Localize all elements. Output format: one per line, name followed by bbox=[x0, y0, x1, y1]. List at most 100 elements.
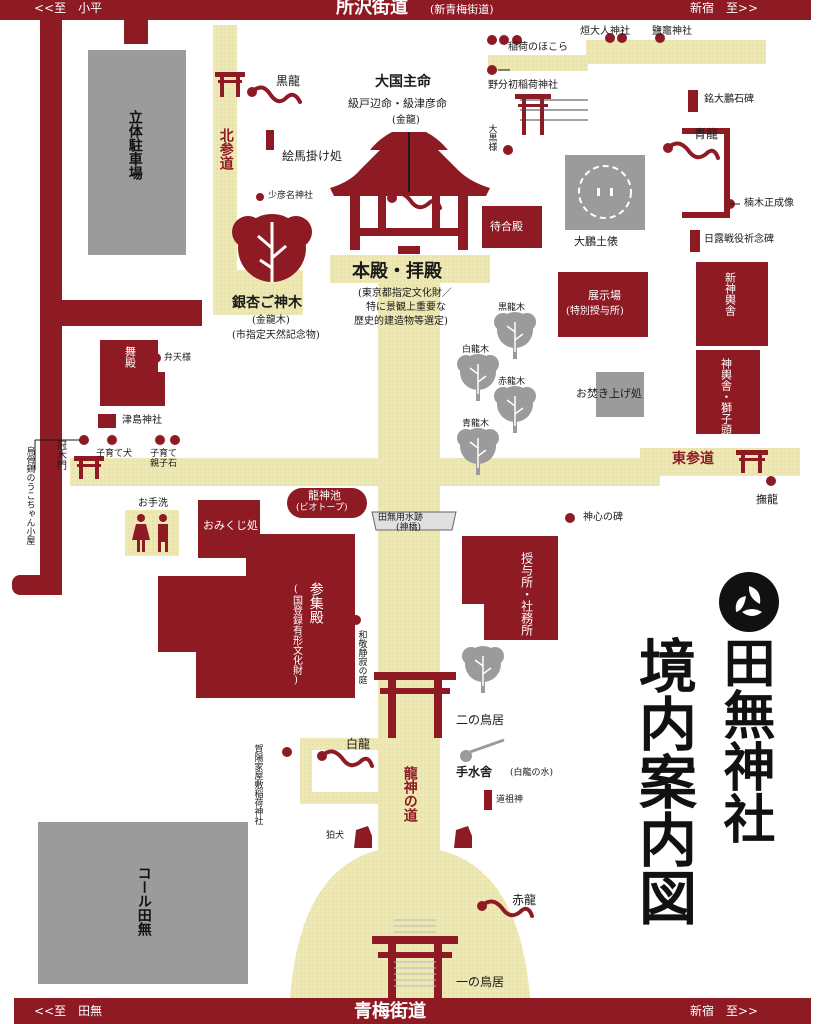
kokuryu-dragon-icon bbox=[250, 85, 302, 104]
komainu-icons bbox=[354, 826, 472, 848]
top-left-direction: <<至 小平 bbox=[34, 1, 103, 15]
parking-building bbox=[88, 50, 186, 255]
higashi-sando-label: 東参道 bbox=[672, 451, 714, 467]
sekiryu-dragon-icon bbox=[480, 899, 534, 918]
butai-label: 舞殿 bbox=[123, 346, 137, 368]
taiho-dohyo-label: 大鵬土俵 bbox=[574, 235, 618, 248]
shinmikoshi-label: 新神輿舎 bbox=[723, 272, 737, 316]
noguchi-inari-label: 野分初稲荷神社 bbox=[488, 80, 558, 91]
ni-no-torii-icon bbox=[374, 672, 456, 738]
bottom-right-direction: 新宿 至>> bbox=[690, 1004, 759, 1018]
kinryu-dragon-icon bbox=[390, 191, 442, 210]
ukotchan-label: 烏骨鶏のうこちゃん小屋 bbox=[24, 446, 35, 545]
ema-label: 絵馬掛け処 bbox=[282, 149, 343, 163]
sanshuden-building bbox=[158, 534, 355, 698]
parking-label: 立体駐車場 bbox=[126, 110, 143, 180]
sanshuden-label: 参集殿 bbox=[307, 582, 324, 624]
seiryu-tree-label: 青龍木 bbox=[462, 419, 490, 429]
kokuryu-label: 黒龍 bbox=[276, 74, 301, 88]
kita-sando-label: 北参道 bbox=[217, 128, 234, 170]
ichi-no-torii-label: 一の鳥居 bbox=[456, 975, 505, 989]
main-cross-path bbox=[70, 458, 660, 486]
tenjijo-note-label: (特別授与所) bbox=[566, 306, 624, 317]
butai-building bbox=[100, 340, 165, 406]
ginkgo-label: 銀杏ご神木 bbox=[232, 295, 302, 311]
ichi-no-torii-icon bbox=[372, 936, 458, 998]
higashi-sando-torii-icon bbox=[736, 450, 768, 473]
juyosho-building bbox=[462, 536, 558, 640]
sekiryu-label: 赤龍 bbox=[512, 893, 537, 907]
wakei-seijaku-label: 和敬静寂の庭 bbox=[356, 630, 367, 684]
shinmikoshi-building bbox=[696, 262, 768, 346]
red-buildings bbox=[98, 206, 768, 698]
nichiro-hi-label: 日露戦役祈念碑 bbox=[704, 234, 774, 245]
kagayake-label: 賀陽家屋敷稲荷神社 bbox=[252, 744, 263, 825]
dosojin-label: 道祖神 bbox=[496, 795, 524, 805]
benten-label: 弁天様 bbox=[164, 353, 192, 363]
location-markers bbox=[79, 33, 776, 810]
ryujin-ike bbox=[287, 488, 367, 518]
bottom-road-name: 青梅街道 bbox=[354, 1001, 426, 1022]
okuninushi-sub-label: 級戸辺命・級津彦命 bbox=[348, 97, 447, 110]
shiogama-label: 鹽竈神社 bbox=[652, 26, 692, 37]
ryujin-no-michi-label: 龍神の道 bbox=[401, 766, 418, 822]
restroom-icon bbox=[125, 510, 179, 556]
kosodate-oyako-label: 子育て親子石 bbox=[150, 449, 178, 469]
inari-hokora-label: 稲荷のほこら bbox=[508, 42, 568, 53]
hakuryu-label: 白龍 bbox=[346, 737, 371, 751]
mikoshi-building bbox=[696, 350, 760, 434]
seiryu-label: 青龍 bbox=[694, 127, 719, 141]
honden-note-1: (東京都指定文化財／ bbox=[358, 288, 452, 299]
sekiryu-tree-label: 赤龍木 bbox=[498, 377, 526, 387]
komainu-label: 狛犬 bbox=[326, 831, 345, 841]
seiryu-dragon-icon bbox=[666, 141, 720, 160]
higashi-sando-path bbox=[640, 448, 800, 476]
hakuryu-dragon-icon bbox=[320, 749, 374, 768]
call-tanashi-building bbox=[38, 822, 248, 984]
kita-sando-path bbox=[213, 25, 237, 285]
ginkgo-note-label: (市指定天然記念物) bbox=[232, 330, 320, 341]
steps-icon bbox=[394, 919, 436, 987]
naderyu-label: 撫龍 bbox=[756, 493, 778, 506]
ni-no-torii-label: 二の鳥居 bbox=[456, 713, 505, 727]
top-road-sub: (新青梅街道) bbox=[430, 3, 494, 16]
mei-taiho-label: 銘大鵬石碑 bbox=[704, 94, 754, 105]
tanashi-yosui-sub-label: (神橋) bbox=[396, 523, 422, 533]
ryujin-no-michi-path bbox=[378, 255, 440, 1000]
shinshin-hi-label: 神心の碑 bbox=[583, 512, 623, 523]
ryujin-ike-label: 龍神池 bbox=[308, 489, 341, 502]
temizusha-sub-label: (白龍の水) bbox=[510, 768, 554, 778]
machiai-building bbox=[482, 206, 542, 248]
left-road bbox=[40, 20, 62, 595]
sekiryu-tree-icon bbox=[494, 386, 536, 433]
kosodate-inu-label: 子育て犬 bbox=[96, 449, 133, 459]
daikoku-label: 大黒様 bbox=[486, 124, 497, 151]
otakiage-building bbox=[596, 372, 644, 417]
tsushima-block bbox=[98, 414, 116, 428]
otearai-label: お手洗 bbox=[138, 498, 168, 509]
ryujin-ike-sub-label: (ビオトープ) bbox=[296, 503, 348, 513]
bottom-left-direction: <<至 田無 bbox=[34, 1004, 103, 1018]
omikuji-label: おみくじ処 bbox=[203, 519, 258, 532]
honden-note-2: 特に景観上重要な bbox=[366, 302, 446, 313]
marker-lines bbox=[34, 69, 740, 470]
honden-title: 本殿・拝殿 bbox=[352, 261, 442, 282]
mitsudomoe-crest-icon bbox=[719, 572, 779, 632]
honden-note-3: 歴史的建造物等選定) bbox=[354, 316, 448, 327]
top-road-name: 所沢街道 bbox=[336, 0, 408, 18]
dragon-icons bbox=[250, 85, 720, 918]
tsushima-label: 津島神社 bbox=[122, 415, 162, 426]
hitaijin-label: 烜大人神社 bbox=[580, 26, 630, 37]
kabukimon-label: 冠木門 bbox=[54, 440, 66, 470]
juyosho-label: 授与所・社務所 bbox=[519, 552, 534, 636]
kita-sando-torii-icon bbox=[215, 72, 245, 97]
okuninushi-label: 大国主命 bbox=[375, 74, 431, 90]
top-right-direction: 新宿 至>> bbox=[690, 1, 759, 15]
tenjijo-building bbox=[558, 272, 648, 337]
inari-torii-icon bbox=[515, 94, 551, 135]
hakuryu-tree-label: 白龍木 bbox=[462, 345, 490, 355]
otakiage-label: お焚き上げ処 bbox=[576, 387, 642, 400]
kokuryu-tree-label: 黒龍木 bbox=[498, 303, 526, 313]
sukunahikona-label: 少彦名神社 bbox=[268, 191, 314, 201]
